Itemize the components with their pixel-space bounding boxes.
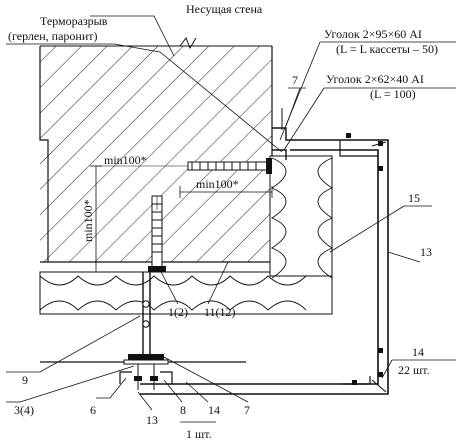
leader-lines <box>6 15 456 423</box>
label-bearing-wall: Несущая стена <box>186 2 263 16</box>
label-thermal-break-line2: (герлен, паронит) <box>8 29 98 43</box>
callout-8: 8 <box>180 403 186 417</box>
label-corner-2-size: Уголок 2×62×40 AI <box>326 72 424 86</box>
bottom-fastener-assembly <box>40 354 246 390</box>
callout-14-bottom: 14 <box>208 403 220 417</box>
insulation-layer-side <box>269 155 333 279</box>
callout-1-2: 1(2) <box>168 305 188 319</box>
dimension-min100-upper: min100* <box>196 177 239 191</box>
label-thermal-break-line1: Терморазрыв <box>40 14 108 28</box>
callout-1-piece: 1 шт. <box>186 427 212 441</box>
label-corner-1-size: Уголок 2×95×60 AI <box>324 27 422 41</box>
dimension-min100-lower: min100* <box>104 153 147 167</box>
callout-7-bottom: 7 <box>244 403 250 417</box>
callout-13-right: 13 <box>420 245 432 259</box>
corner-bracket-top <box>272 108 290 160</box>
callout-7-top: 7 <box>292 73 298 87</box>
label-corner-2-length: (L = 100) <box>370 87 416 101</box>
callout-15: 15 <box>408 191 420 205</box>
callout-13-bottom: 13 <box>146 413 158 427</box>
label-corner-1-length: (L = L кассеты – 50) <box>336 42 438 56</box>
dimension-min100-vertical: min100* <box>81 199 95 242</box>
dimension-lines <box>90 165 273 273</box>
cassette-panel <box>140 133 389 395</box>
callout-11-12: 11(12) <box>204 305 236 319</box>
vertical-rail <box>142 272 151 356</box>
insulation-layer-bottom <box>39 271 333 315</box>
callout-3-4: 3(4) <box>14 403 34 417</box>
callout-14-right: 14 <box>412 345 424 359</box>
callout-9: 9 <box>22 373 28 387</box>
callout-6: 6 <box>90 403 96 417</box>
callout-22-pieces: 22 шт. <box>398 363 430 377</box>
